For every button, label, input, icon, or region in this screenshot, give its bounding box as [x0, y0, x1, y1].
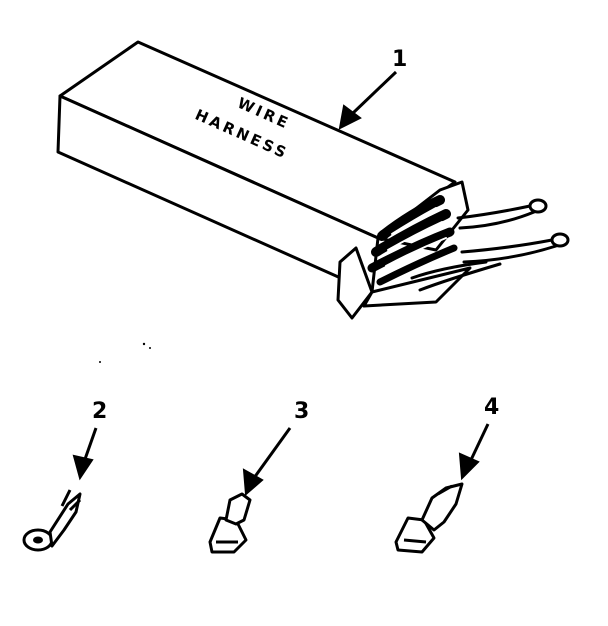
spade-terminal-part-3: [208, 492, 252, 554]
wire-bundle: [367, 195, 558, 292]
scan-specks: [99, 342, 151, 363]
wire-harness-box: [56, 40, 472, 320]
callout-3-arrow: [242, 427, 292, 497]
callout-4-arrow: [458, 423, 490, 481]
callout-1-arrow: [338, 70, 398, 130]
quick-connect-crimp: [420, 482, 464, 532]
ring-terminal-part-2: [22, 489, 82, 552]
callout-2-label: 2: [92, 399, 107, 424]
callout-1-label: 1: [392, 47, 407, 72]
box-end-flap-lower: [336, 246, 374, 320]
callout-3-label: 3: [294, 399, 309, 424]
spade-terminal-crimp: [224, 492, 252, 526]
wire-ring-terminals: [528, 198, 570, 248]
callout-4-label: 4: [484, 395, 499, 420]
ring-terminal-upper: [528, 198, 548, 214]
quick-connect-terminal-part-4: [394, 482, 464, 554]
callout-2-arrow: [72, 427, 98, 481]
ring-terminal-lower: [550, 232, 570, 248]
quick-connect-body: [394, 516, 436, 554]
box-end-flap-bottom: [362, 266, 472, 308]
